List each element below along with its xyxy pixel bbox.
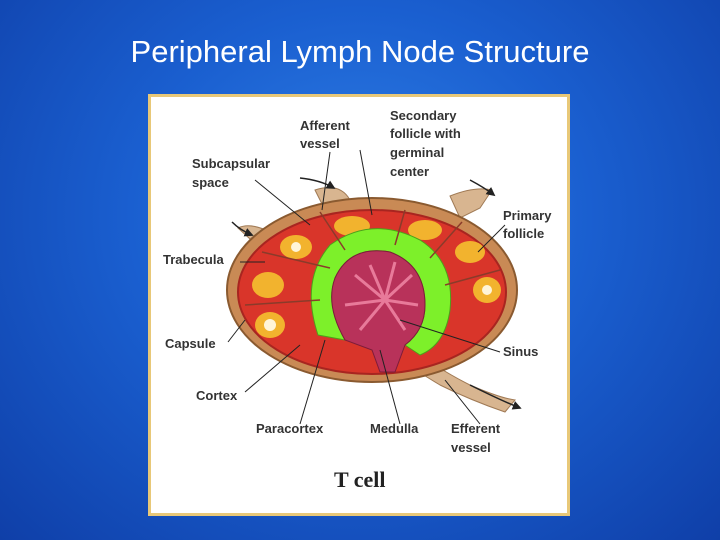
label-cortex: Cortex xyxy=(196,388,238,403)
medulla-shape xyxy=(331,250,426,373)
label-trabecula: Trabecula xyxy=(163,252,224,267)
subcapsular-arrow xyxy=(231,221,254,237)
label-efferent-1: Efferent xyxy=(451,421,501,436)
label-secondary-3: germinal xyxy=(390,145,444,160)
trabeculae xyxy=(244,209,501,306)
label-afferent-1: Afferent xyxy=(300,118,351,133)
follicle xyxy=(408,220,442,240)
efferent-arrow xyxy=(469,384,522,410)
follicle xyxy=(252,272,284,298)
label-primary-2: follicle xyxy=(503,226,544,241)
label-paracortex: Paracortex xyxy=(256,421,324,436)
label-secondary-4: center xyxy=(390,164,429,179)
label-capsule: Capsule xyxy=(165,336,216,351)
afferent-vessel-right xyxy=(449,188,493,219)
slide-title: Peripheral Lymph Node Structure xyxy=(130,34,590,69)
label-afferent-2: vessel xyxy=(300,136,340,151)
label-subcapsular-2: space xyxy=(192,175,229,190)
label-sinus: Sinus xyxy=(503,344,538,359)
figure-caption: T cell xyxy=(334,467,386,492)
label-medulla: Medulla xyxy=(370,421,419,436)
label-efferent-2: vessel xyxy=(451,440,491,455)
follicle xyxy=(455,241,485,263)
medullary-cords xyxy=(344,261,419,331)
primary-arrow xyxy=(469,179,496,197)
label-secondary-2: follicle with xyxy=(390,126,461,141)
leader-lines xyxy=(227,149,506,425)
label-subcapsular-1: Subcapsular xyxy=(192,156,270,171)
afferent-arrow xyxy=(299,177,336,189)
label-primary-1: Primary xyxy=(503,208,552,223)
label-secondary-1: Secondary xyxy=(390,108,457,123)
